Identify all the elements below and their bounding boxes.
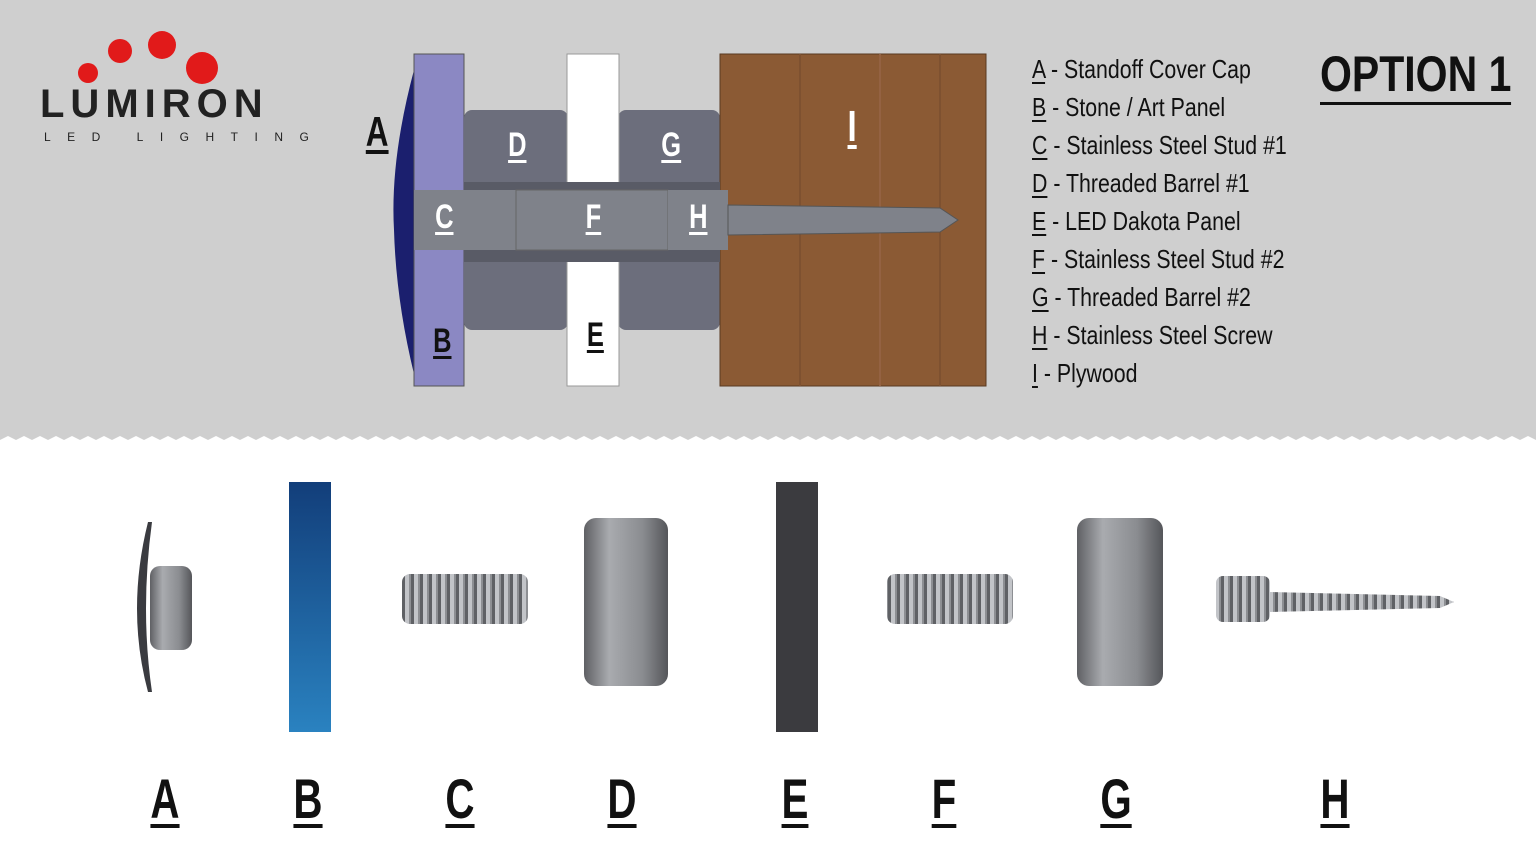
logo-dot: [78, 63, 98, 83]
part-e-led-panel: [776, 482, 818, 732]
diagram-label-h: H: [689, 198, 708, 236]
part-label-d: D: [607, 767, 637, 830]
part-g-barrel: [1077, 518, 1163, 686]
part-f-stud: [887, 574, 1013, 624]
legend: A - Standoff Cover Cap B - Stone / Art P…: [1032, 52, 1322, 394]
diagram-label-i: I: [847, 102, 857, 151]
assembly-diagram: [393, 53, 987, 387]
zigzag-divider: [0, 436, 1536, 444]
part-label-f: F: [931, 767, 957, 830]
part-label-g: G: [1100, 767, 1132, 830]
diagram-label-g: G: [661, 126, 682, 164]
legend-row: D - Threaded Barrel #1: [1032, 168, 1250, 198]
part-a-cap-body: [150, 566, 192, 650]
diagram-label-a: A: [365, 108, 389, 155]
stud-c: [414, 190, 516, 250]
logo-subtitle: LED LIGHTING: [44, 130, 326, 144]
diagram-label-f: F: [585, 198, 602, 236]
screw-h-head: [668, 190, 728, 250]
part-label-e: E: [781, 767, 809, 830]
parts-row: [137, 482, 1454, 732]
diagram-label-d: D: [508, 126, 527, 164]
part-label-a: A: [150, 767, 180, 830]
logo-dot: [186, 52, 218, 84]
diagram-label-b: B: [433, 322, 452, 360]
part-h-screw-shaft: [1268, 592, 1454, 612]
stud-f: [515, 189, 669, 251]
legend-row: B - Stone / Art Panel: [1032, 92, 1226, 122]
diagram-label-e: E: [586, 316, 604, 354]
diagram-label-c: C: [435, 198, 454, 236]
part-c-stud: [402, 574, 528, 624]
cover-cap-a: [393, 70, 414, 374]
option-title: OPTION 1: [1320, 48, 1512, 105]
logo-wordmark: LUMIRON: [40, 82, 269, 126]
screw-h-shaft: [727, 204, 959, 236]
legend-row: G - Threaded Barrel #2: [1032, 282, 1251, 312]
legend-row: A - Standoff Cover Cap: [1032, 54, 1251, 84]
part-a-cap: [137, 522, 152, 692]
logo-dots: [78, 31, 218, 84]
logo-dot: [108, 39, 132, 63]
parts-section: [0, 440, 1536, 864]
legend-row: F - Stainless Steel Stud #2: [1032, 244, 1285, 274]
part-label-h: H: [1320, 767, 1350, 830]
legend-row: H - Stainless Steel Screw: [1032, 320, 1273, 350]
part-h-screw-head: [1216, 576, 1270, 622]
legend-row: C - Stainless Steel Stud #1: [1032, 130, 1287, 160]
part-b-panel: [289, 482, 331, 732]
logo-dot: [148, 31, 176, 59]
part-label-b: B: [293, 767, 323, 830]
part-d-barrel: [584, 518, 668, 686]
part-label-c: C: [445, 767, 475, 830]
legend-row: E - LED Dakota Panel: [1032, 206, 1241, 236]
legend-row: I - Plywood: [1032, 358, 1138, 388]
